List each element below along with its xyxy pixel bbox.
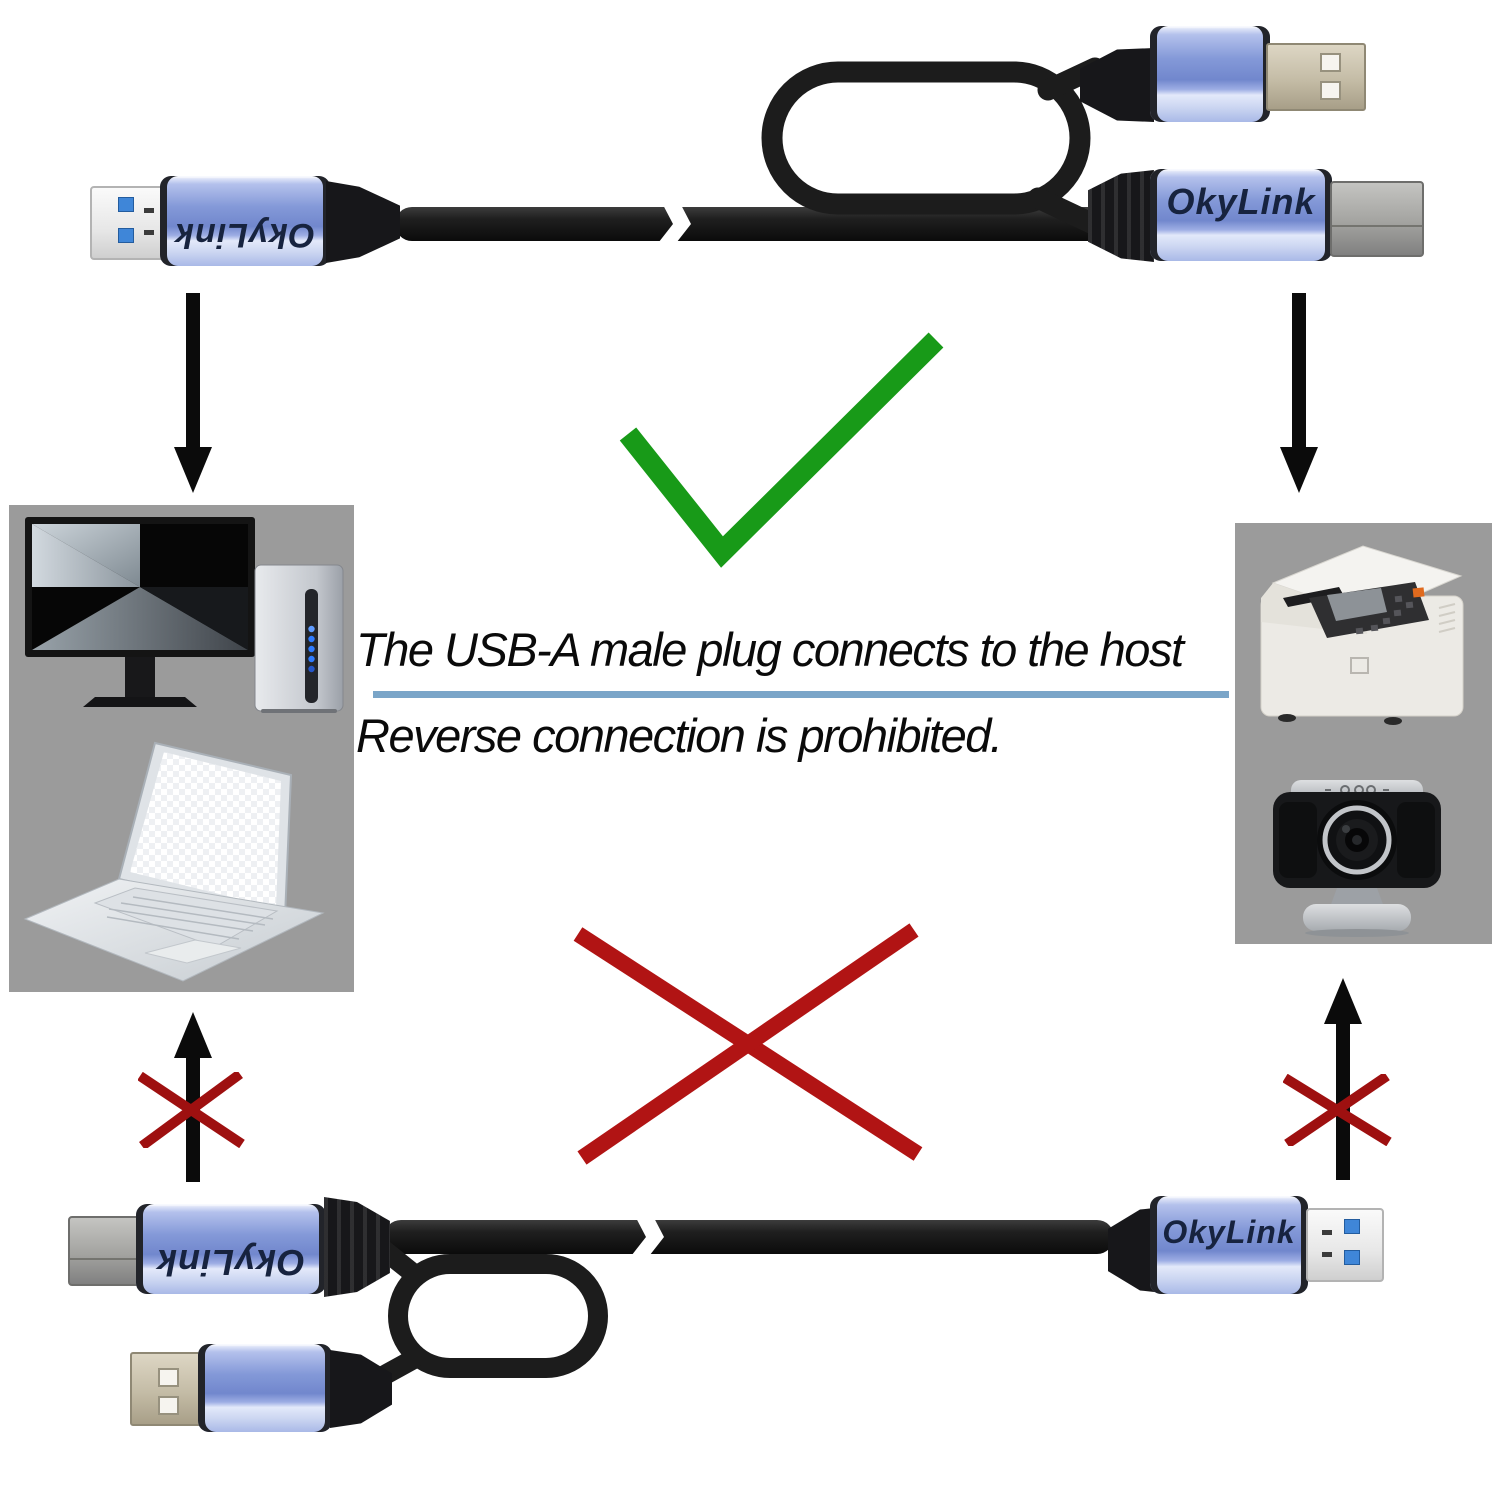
usb-a-plug-metal bbox=[130, 1352, 204, 1426]
usb-a-connector-bottom-left bbox=[198, 1344, 332, 1432]
arrow-head bbox=[1280, 447, 1318, 493]
arrow-head bbox=[1324, 978, 1362, 1024]
red-cross-icon bbox=[573, 923, 923, 1165]
usb-a-connector-top-right bbox=[1150, 26, 1270, 122]
projector-camera-image bbox=[1273, 780, 1441, 937]
prohibit-cross-icon bbox=[1283, 1074, 1392, 1146]
usb-contact-icon bbox=[144, 230, 154, 235]
arrow-head bbox=[174, 1012, 212, 1058]
usb-a-plug-metal bbox=[1306, 1208, 1384, 1282]
usb-hole-icon bbox=[1320, 53, 1341, 72]
strain-relief bbox=[326, 181, 400, 263]
usb-b-plug-metal bbox=[68, 1216, 142, 1286]
prohibit-cross-icon bbox=[138, 1072, 245, 1148]
usb-contact-icon bbox=[1322, 1252, 1332, 1257]
usb-hole-icon bbox=[158, 1396, 179, 1415]
arrow-down-icon bbox=[174, 293, 212, 493]
bottom-cable bbox=[384, 1220, 1114, 1254]
desktop-tower-image bbox=[254, 564, 344, 713]
arrow-shaft bbox=[186, 1056, 200, 1182]
peripheral-devices-panel bbox=[1235, 523, 1492, 944]
arrow-shaft bbox=[186, 293, 200, 449]
usb-contact-icon bbox=[118, 228, 134, 243]
caption-line-2: Reverse connection is prohibited. bbox=[356, 709, 1003, 762]
usb-b-plug-metal bbox=[1330, 181, 1424, 257]
arrow-up-icon bbox=[174, 1012, 212, 1182]
laptop-image bbox=[23, 741, 325, 982]
usb-hole-icon bbox=[158, 1368, 179, 1387]
caption-divider bbox=[373, 691, 1229, 698]
green-checkmark-icon bbox=[619, 332, 944, 568]
usb-contact-icon bbox=[1344, 1250, 1360, 1265]
usb-a-plug-metal bbox=[90, 186, 168, 260]
printer-image bbox=[1260, 545, 1464, 725]
usb-contact-icon bbox=[1322, 1230, 1332, 1235]
brand-logo: OkyLink bbox=[1162, 1213, 1296, 1250]
arrow-down-icon bbox=[1280, 293, 1318, 493]
plug-seam bbox=[70, 1258, 140, 1260]
desktop-monitor-image bbox=[25, 517, 255, 707]
arrow-shaft bbox=[1292, 293, 1306, 449]
plug-seam bbox=[1332, 225, 1422, 227]
usb-a-connector-bottom-right: OkyLink bbox=[1150, 1196, 1308, 1294]
brand-logo: OkyLink bbox=[1166, 181, 1316, 222]
usb-b-connector-bottom-left: OkyLink bbox=[136, 1204, 326, 1294]
usb-a-plug-metal bbox=[1266, 43, 1366, 111]
usb-b-connector-top-right: OkyLink bbox=[1150, 169, 1332, 261]
caption-line-1: The USB-A male plug connects to the host bbox=[356, 623, 1184, 676]
top-cable-break bbox=[655, 201, 691, 247]
strain-relief bbox=[1088, 170, 1154, 262]
brand-logo: OkyLink bbox=[156, 1242, 306, 1283]
usb-a-connector-top-left: OkyLink bbox=[160, 176, 330, 266]
usb-hole-icon bbox=[1320, 81, 1341, 100]
usb-contact-icon bbox=[1344, 1219, 1360, 1234]
usb-contact-icon bbox=[144, 208, 154, 213]
arrow-head bbox=[174, 447, 212, 493]
usb-contact-icon bbox=[118, 197, 134, 212]
host-devices-panel bbox=[9, 505, 354, 992]
bottom-cable-break bbox=[628, 1214, 664, 1260]
brand-logo: OkyLink bbox=[174, 215, 316, 254]
